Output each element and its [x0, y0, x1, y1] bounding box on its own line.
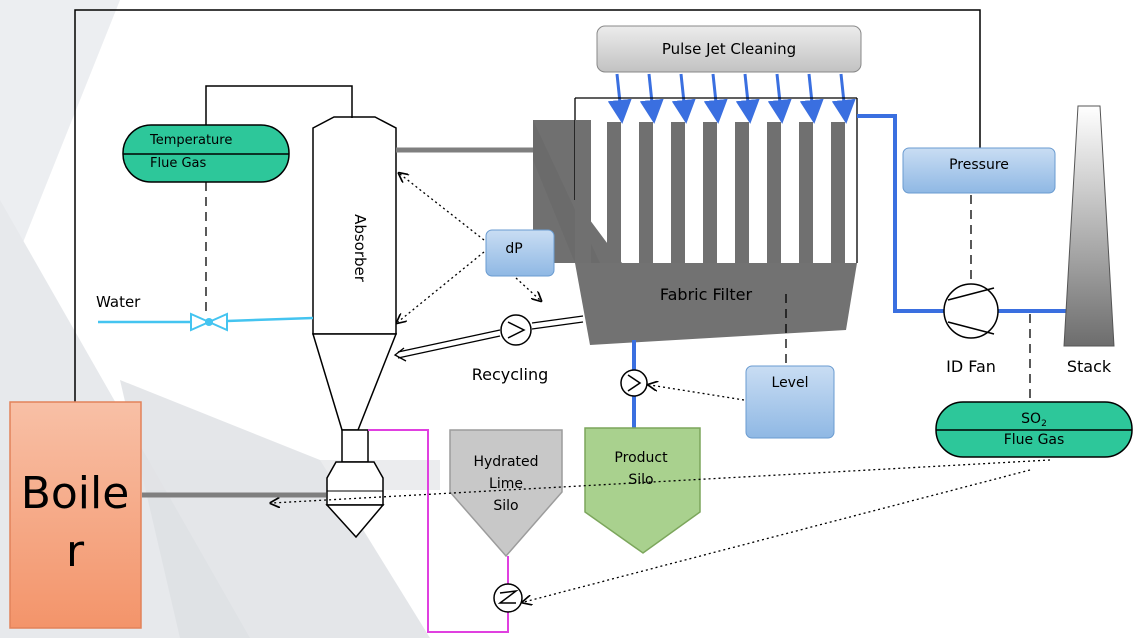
- recycling-pump-icon: [500, 314, 532, 346]
- so2-signal-lines: [272, 459, 1051, 602]
- temperature-flue-gas-analyzer: Temperature Flue Gas: [122, 124, 290, 183]
- water-label: Water: [96, 293, 141, 311]
- level-label: Level: [772, 375, 809, 391]
- hydrated-lime-label-2: Lime: [489, 476, 523, 492]
- dp-box: dP: [485, 229, 555, 277]
- so2-flue-gas-label: Flue Gas: [1004, 432, 1065, 448]
- signal-line-boiler-pressure: [74, 9, 981, 402]
- so2-flue-gas-analyzer: SO2 Flue Gas: [935, 401, 1133, 458]
- pressure-label: Pressure: [949, 157, 1009, 173]
- level-box: Level: [745, 365, 835, 439]
- flue-gas-duct-to-fan: [857, 114, 944, 313]
- dp-label: dP: [505, 241, 522, 257]
- pulse-jet-arrows: [607, 73, 856, 124]
- level-to-feeder-line: [650, 385, 745, 401]
- product-silo-label-2: Silo: [628, 472, 653, 488]
- absorber: Absorber: [311, 116, 398, 539]
- pressure-box: Pressure: [902, 147, 1056, 194]
- product-silo-label-1: Product: [614, 450, 668, 466]
- water-line: [98, 312, 314, 332]
- svg-text:SO2: SO2: [1021, 411, 1047, 429]
- temperature-flue-gas-label: Flue Gas: [150, 156, 206, 171]
- stack: [1063, 105, 1115, 347]
- temperature-label: Temperature: [149, 133, 232, 148]
- hydrated-lime-silo: Hydrated Lime Silo: [449, 429, 563, 558]
- signal-line-temp-absorber: [205, 85, 353, 125]
- recycling-line: [393, 315, 584, 362]
- so2-label: SO: [1021, 411, 1041, 427]
- boiler: Boile r: [9, 401, 142, 629]
- stack-label: Stack: [1067, 357, 1112, 376]
- product-feeder-icon: [620, 369, 648, 397]
- boiler-label-1: Boile: [21, 468, 130, 519]
- fabric-filter: Fabric Filter: [533, 97, 858, 345]
- dp-signal-lines: [398, 174, 540, 322]
- fabric-filter-label: Fabric Filter: [660, 285, 753, 304]
- absorber-label: Absorber: [351, 214, 369, 283]
- hydrated-lime-label-3: Silo: [493, 498, 518, 514]
- pulse-jet-cleaning-box: Pulse Jet Cleaning: [596, 25, 862, 73]
- hydrated-lime-label-1: Hydrated: [473, 454, 538, 470]
- recycling-label: Recycling: [472, 365, 549, 384]
- so2-subscript: 2: [1041, 419, 1047, 429]
- pulse-jet-cleaning-label: Pulse Jet Cleaning: [662, 40, 796, 58]
- id-fan-label: ID Fan: [946, 357, 996, 376]
- product-silo: Product Silo: [584, 427, 701, 554]
- id-fan-icon: [943, 283, 999, 339]
- boiler-label-2: r: [66, 526, 85, 577]
- lime-feeder-icon: [493, 583, 523, 613]
